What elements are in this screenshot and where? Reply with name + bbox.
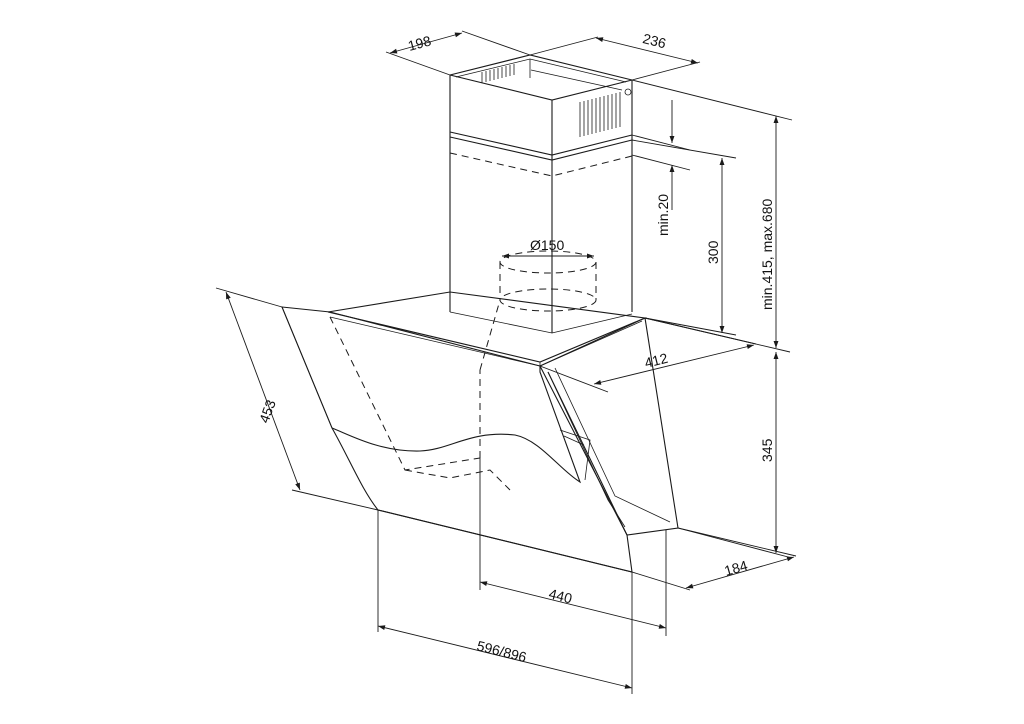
dim-236: 236 (529, 30, 701, 81)
label-duct-diameter: Ø150 (530, 237, 564, 253)
label-412: 412 (643, 350, 670, 371)
vent-grille-left (481, 64, 515, 83)
label-453: 453 (256, 397, 279, 425)
dim-412: 412 (539, 317, 757, 393)
dim-198: 198 (385, 30, 531, 76)
label-440: 440 (547, 585, 574, 606)
dim-duct: Ø150 (502, 237, 594, 259)
dim-184: 184 (631, 527, 797, 591)
dim-345: 345 (677, 352, 793, 559)
label-total-height: min.415, max.680 (759, 199, 775, 310)
hood-body (281, 291, 679, 573)
label-236: 236 (641, 30, 668, 51)
hidden-lines (329, 299, 511, 491)
dim-300: 300 (631, 139, 737, 336)
duct-collar (499, 250, 597, 312)
chimney (449, 54, 633, 334)
dim-596-896: 596/896 (377, 510, 633, 694)
label-596-896: 596/896 (475, 637, 528, 665)
dim-453: 453 (215, 287, 379, 511)
label-min20: min.20 (655, 194, 671, 236)
label-345: 345 (759, 438, 775, 462)
dim-440: 440 (479, 458, 667, 636)
label-184: 184 (722, 557, 749, 579)
vent-grille-right (579, 92, 621, 137)
label-198: 198 (406, 32, 433, 54)
label-300: 300 (705, 240, 721, 264)
dim-min20: min.20 (631, 100, 691, 236)
